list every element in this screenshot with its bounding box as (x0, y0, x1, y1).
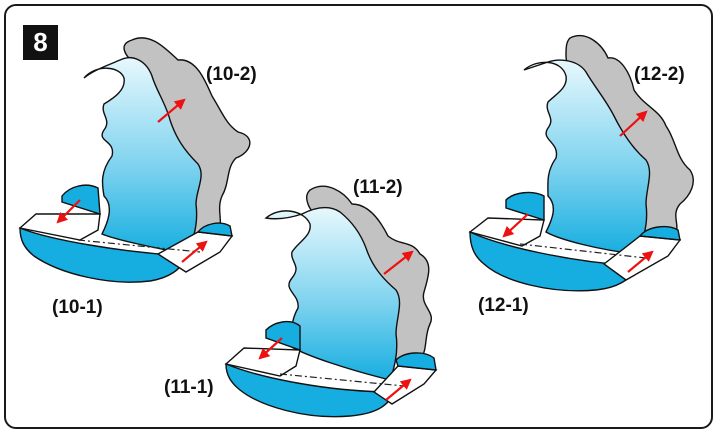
stage-12: (12-2) (12-1) (468, 35, 694, 316)
arrow-11-top (383, 250, 414, 275)
arrow-10-left (56, 199, 81, 224)
stage-10: (10-2) (10-1) (18, 37, 257, 318)
arrow-12-top (619, 110, 648, 137)
label-12-2: (12-2) (634, 64, 685, 85)
blue-tab-top-left-11 (265, 320, 301, 351)
label-11-2: (11-2) (353, 177, 403, 198)
stage-11: (11-2) (11-1) (164, 177, 438, 418)
figure-number-badge: 8 (23, 25, 58, 60)
arrow-12-right (627, 250, 654, 273)
blue-tab-top-left-10 (61, 184, 101, 215)
white-tab-left-10 (18, 213, 101, 241)
blue-body-12 (523, 59, 651, 255)
label-12-1: (12-1) (478, 295, 529, 316)
label-10-1: (10-1) (52, 297, 103, 318)
blue-flap-bottom-10 (19, 226, 187, 283)
blue-flap-bottom-11 (225, 362, 396, 418)
arrow-11-right (385, 378, 412, 401)
arrow-10-right (181, 240, 208, 263)
blue-body-10 (83, 57, 202, 255)
blue-tab-top-right-11 (395, 352, 437, 371)
fold-line-12 (519, 243, 647, 259)
fold-line-10 (77, 239, 201, 253)
arrow-11-left (258, 337, 283, 360)
blue-tab-top-right-12 (638, 225, 681, 241)
white-tab-left-11 (224, 347, 301, 377)
blue-tab-top-right-10 (196, 222, 233, 237)
arrow-12-left (502, 213, 529, 238)
fold-line-11 (279, 373, 405, 387)
blue-flap-bottom-12 (469, 230, 637, 292)
arrow-10-top (157, 98, 186, 123)
blue-tab-top-left-12 (505, 191, 545, 221)
label-10-2: (10-2) (206, 64, 257, 85)
label-11-1: (11-1) (164, 377, 214, 398)
